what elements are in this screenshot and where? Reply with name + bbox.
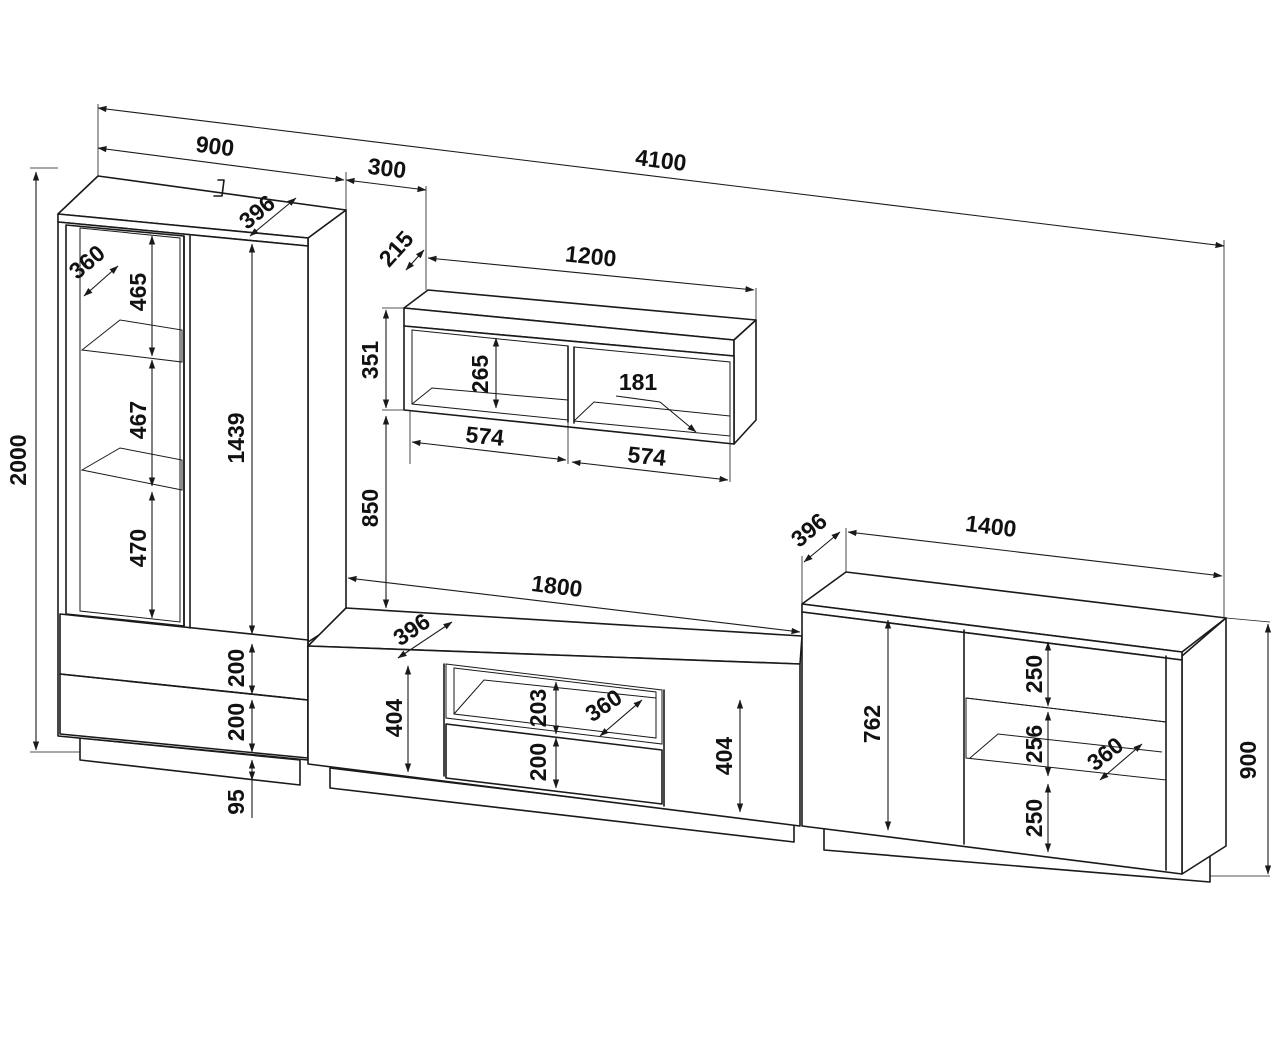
dim-compartment-top: 465 — [125, 273, 151, 312]
dim-tv-niche-height: 203 — [525, 689, 551, 727]
tall-cabinet-front — [57, 221, 309, 761]
dim-dresser-drawer-bottom: 250 — [1021, 799, 1047, 837]
dim-wall-shelf-depth: 215 — [374, 226, 419, 272]
tall-cabinet — [57, 175, 347, 786]
dim-wall-shelf-inner-height: 265 — [467, 355, 493, 394]
wall-shelf-front — [403, 325, 735, 445]
dresser-side — [1181, 617, 1227, 875]
dim-plinth-height: 95 — [223, 789, 249, 815]
dresser — [801, 571, 1227, 883]
glass-shelf-2 — [80, 447, 183, 491]
dim-wall-shelf-section-right: 574 — [626, 441, 667, 471]
dim-tv-drawer-height: 200 — [525, 743, 551, 781]
dim-tv-door-left: 404 — [381, 699, 407, 738]
glass-shelf-1 — [80, 319, 183, 363]
dim-drawer-bottom: 200 — [223, 703, 249, 741]
wall-shelf — [403, 289, 757, 445]
dim-compartment-middle: 467 — [125, 401, 151, 439]
dim-tv-door-right: 404 — [711, 737, 737, 776]
dim-dresser-niche-height: 256 — [1021, 725, 1047, 763]
dim-tall-width: 900 — [194, 131, 235, 161]
dim-wall-shelf-height: 351 — [357, 341, 383, 380]
dim-wall-shelf-inner-depth: 181 — [619, 369, 658, 395]
tv-unit-front — [307, 645, 801, 827]
dim-dresser-door-height: 762 — [859, 705, 885, 743]
dim-tv-unit-width: 1800 — [530, 570, 584, 602]
dimension-lines — [30, 104, 1272, 877]
dim-compartment-bottom: 470 — [125, 529, 151, 567]
dim-gap-width: 300 — [366, 153, 407, 183]
dim-dresser-drawer-top: 250 — [1021, 655, 1047, 693]
tv-unit-niche — [445, 663, 663, 745]
dim-tall-height: 2000 — [5, 434, 31, 485]
dim-wall-shelf-width: 1200 — [564, 240, 618, 271]
dim-wall-shelf-mount-height: 850 — [357, 489, 383, 527]
dim-dresser-depth: 396 — [786, 508, 832, 553]
dresser-front — [801, 611, 1183, 875]
tv-unit-drawer — [445, 723, 663, 805]
dim-drawer-top: 200 — [223, 649, 249, 687]
dim-dresser-height: 900 — [1235, 741, 1261, 779]
dim-wall-shelf-section-left: 574 — [464, 421, 505, 451]
tall-cabinet-side — [307, 209, 347, 643]
dim-dresser-width: 1400 — [964, 510, 1018, 542]
dim-total-width: 4100 — [634, 144, 688, 176]
dim-door-height: 1439 — [223, 412, 249, 463]
